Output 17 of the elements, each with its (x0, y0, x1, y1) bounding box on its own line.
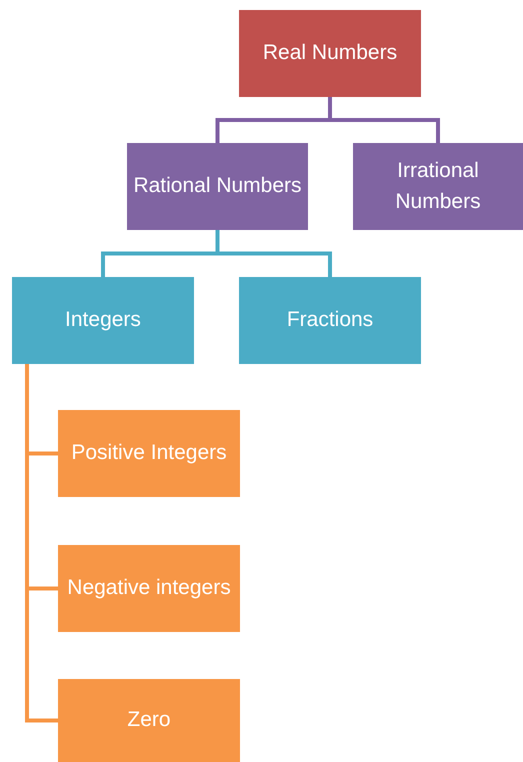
category-box (12, 277, 194, 364)
connector-line (25, 364, 58, 722)
category-box (239, 277, 421, 364)
category-label: Real Numbers (262, 40, 398, 66)
category-box (239, 10, 421, 97)
category-box (58, 679, 240, 762)
category-label: Fractions (286, 307, 374, 334)
category-label: Integers (65, 307, 141, 334)
category-label: Positive Integers (71, 440, 227, 466)
category-label: Negative integers (67, 575, 231, 602)
category-box (127, 143, 308, 230)
category-label: Rational Numbers (133, 173, 302, 200)
category-label: Irrational Numbers (394, 158, 482, 214)
category-box (58, 545, 240, 632)
category-label: Zero (127, 707, 171, 734)
category-box (353, 143, 523, 230)
category-box (58, 410, 240, 497)
